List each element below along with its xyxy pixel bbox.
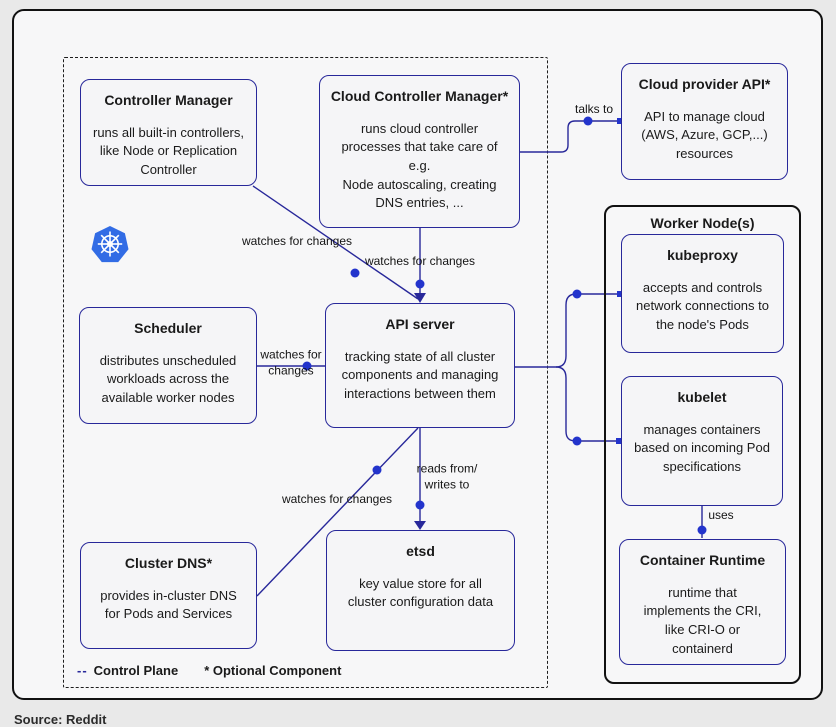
edge-label-scheduler-watches: watches for changes xyxy=(260,347,322,377)
kubernetes-logo-icon xyxy=(91,226,129,263)
node-body: key value store for all cluster configur… xyxy=(347,575,494,610)
node-title: API server xyxy=(385,316,455,332)
node-body: accepts and controls network connections… xyxy=(636,279,769,332)
node-body: manages containers based on incoming Pod… xyxy=(634,421,770,474)
node-body: runs cloud controller processes that tak… xyxy=(341,120,498,211)
node-title: kubelet xyxy=(677,389,727,405)
node-title: etsd xyxy=(406,543,435,559)
node-title: Controller Manager xyxy=(104,92,233,108)
node-container-runtime: Container Runtime runtime that implement… xyxy=(619,539,786,665)
edge-label-ccm-watches: watches for changes xyxy=(364,254,476,269)
legend-control-plane: -- Control Plane xyxy=(77,663,178,678)
node-etsd: etsd key value store for all cluster con… xyxy=(326,530,515,651)
node-body: distributes unscheduled workloads across… xyxy=(99,352,237,405)
worker-nodes-title: Worker Node(s) xyxy=(650,215,755,231)
legend-dashes-glyph: -- xyxy=(77,663,88,678)
edge-label-dns-watches: watches for changes xyxy=(281,492,393,507)
node-body: runs all built-in controllers, like Node… xyxy=(92,124,244,177)
node-title: Cloud Controller Manager* xyxy=(330,88,509,104)
legend-control-plane-label: Control Plane xyxy=(93,663,179,678)
edge-label-talks-to: talks to xyxy=(574,102,614,117)
node-cloud-controller-manager: Cloud Controller Manager* runs cloud con… xyxy=(319,75,520,228)
node-controller-manager: Controller Manager runs all built-in con… xyxy=(80,79,257,186)
edge-label-cm-watches: watches for changes xyxy=(241,234,353,249)
node-cloud-provider-api: Cloud provider API* API to manage cloud … xyxy=(621,63,788,180)
node-title: Container Runtime xyxy=(639,552,766,568)
node-title: Cloud provider API* xyxy=(638,76,771,92)
source-note: Source: Reddit xyxy=(14,712,107,727)
edge-label-reads-writes: reads from/ writes to xyxy=(416,461,478,491)
node-title: kubeproxy xyxy=(667,247,738,263)
node-kubeproxy: kubeproxy accepts and controls network c… xyxy=(621,234,784,353)
node-body: tracking state of all cluster components… xyxy=(341,348,499,401)
worker-nodes-group: Worker Node(s) xyxy=(604,205,801,684)
edge-label-uses: uses xyxy=(708,508,734,523)
node-body: provides in-cluster DNS for Pods and Ser… xyxy=(100,587,237,622)
node-title: Scheduler xyxy=(134,320,202,336)
node-body: API to manage cloud (AWS, Azure, GCP,...… xyxy=(641,108,768,161)
control-plane-boundary xyxy=(63,57,548,688)
node-body: runtime that implements the CRI, like CR… xyxy=(643,584,762,656)
node-api-server: API server tracking state of all cluster… xyxy=(325,303,515,428)
node-title: Cluster DNS* xyxy=(124,555,213,571)
legend: -- Control Plane * Optional Component xyxy=(77,663,341,678)
legend-optional-component: * Optional Component xyxy=(204,663,342,678)
node-kubelet: kubelet manages containers based on inco… xyxy=(621,376,783,506)
node-cluster-dns: Cluster DNS* provides in-cluster DNS for… xyxy=(80,542,257,649)
node-scheduler: Scheduler distributes unscheduled worklo… xyxy=(79,307,257,424)
